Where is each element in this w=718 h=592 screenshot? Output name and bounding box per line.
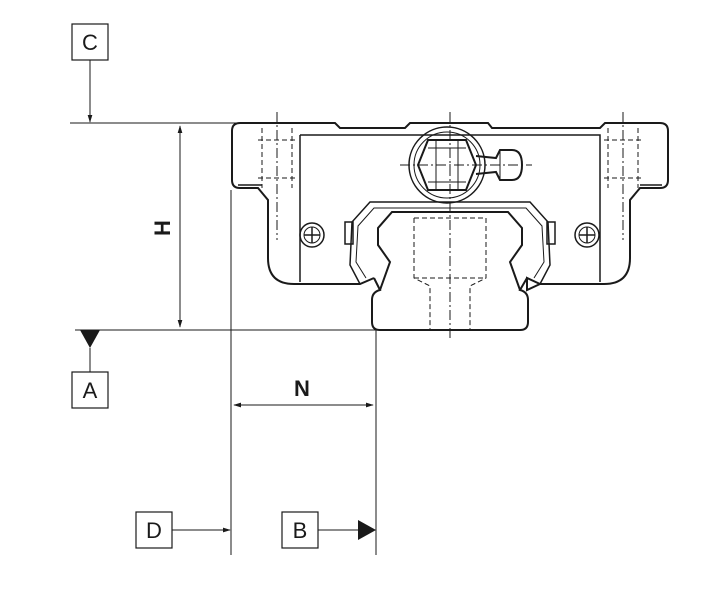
grease-nipple: [400, 126, 532, 204]
carriage-left-outline: [231, 122, 375, 285]
guide-rail: [344, 112, 556, 340]
dimension-n-label: N: [294, 376, 310, 401]
datum-c-label: C: [82, 30, 98, 55]
datum-c: C: [71, 23, 109, 123]
datum-a-label: A: [83, 378, 98, 403]
datum-b: B: [281, 511, 376, 549]
reference-lines: [70, 122, 380, 555]
dimension-h: H: [150, 125, 183, 328]
datum-a-box: [71, 371, 109, 409]
datum-b-box: [281, 511, 319, 549]
right-side-screw: [574, 222, 600, 248]
datum-d-box: [135, 511, 173, 549]
dimension-h-label: H: [150, 220, 175, 236]
carriage-right-outline: [240, 122, 669, 292]
right-retainer-tab: [546, 221, 556, 245]
datum-a: A: [71, 330, 109, 409]
datum-b-triangle: [358, 520, 376, 540]
datum-d: D: [135, 511, 231, 549]
right-screw-icon: [574, 222, 600, 248]
carriage-inner-panel: [299, 134, 601, 282]
left-screw-icon: [299, 222, 325, 248]
datum-b-label: B: [293, 518, 308, 543]
left-retainer-tab: [344, 221, 354, 245]
flange-holes: [258, 112, 642, 240]
rail-lower-outline: [371, 277, 529, 331]
datum-a-triangle: [80, 330, 100, 348]
datum-c-box: [71, 23, 109, 61]
datum-d-label: D: [146, 518, 162, 543]
carriage-block: [231, 122, 669, 292]
left-side-screw: [299, 222, 325, 248]
dimension-n: N: [233, 376, 374, 408]
